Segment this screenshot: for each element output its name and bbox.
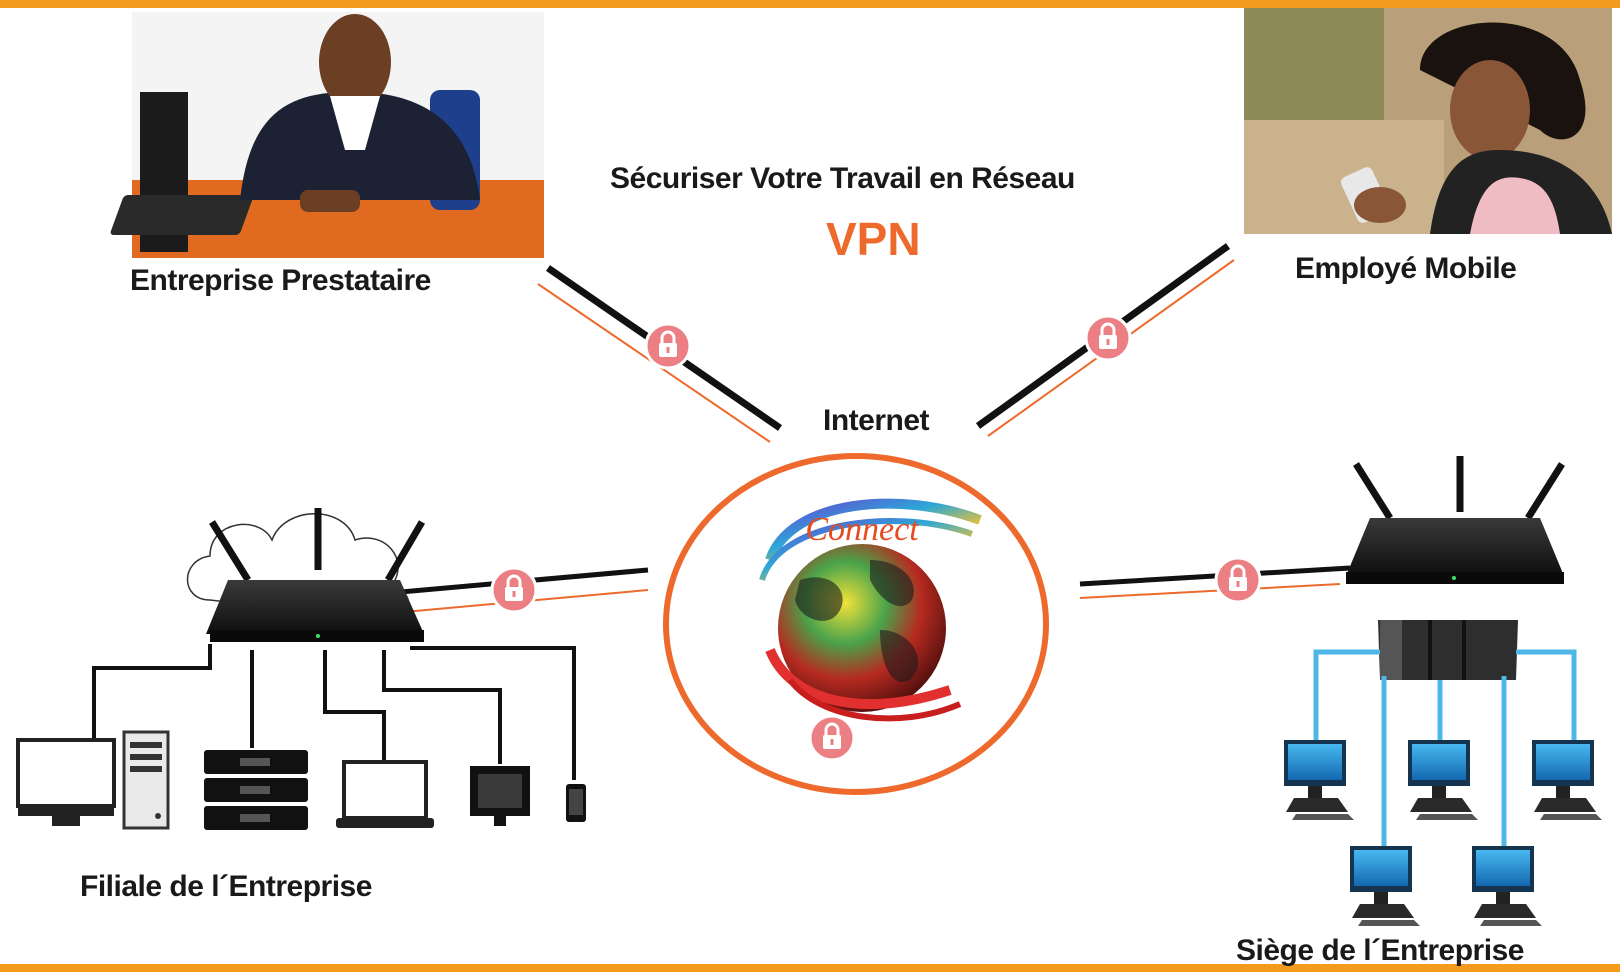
provider-photo xyxy=(110,12,544,258)
lock-icon xyxy=(1084,314,1132,362)
top-border xyxy=(0,0,1620,8)
hq-wiring xyxy=(1313,649,1577,850)
node-label-provider: Entreprise Prestataire xyxy=(130,264,431,297)
tower-icon xyxy=(122,730,170,830)
node-label-mobile: Employé Mobile xyxy=(1295,252,1517,285)
vpn-heading: VPN xyxy=(826,213,921,265)
globe-icon: Connect xyxy=(759,498,982,722)
branch-wiring xyxy=(92,644,576,780)
logo-text: Connect xyxy=(805,511,920,548)
lock-icon xyxy=(644,322,692,370)
lock-icon xyxy=(490,566,538,614)
router-icon xyxy=(206,508,426,642)
internet-label: Internet xyxy=(823,404,930,437)
node-label-branch: Filiale de l´Entreprise xyxy=(80,870,372,903)
mobile-photo xyxy=(1244,8,1612,234)
lock-icon xyxy=(1214,556,1262,604)
diagram-title: Sécuriser Votre Travail en Réseau xyxy=(610,162,1075,195)
monitor-icon xyxy=(1350,846,1420,926)
server-icon xyxy=(204,750,308,830)
monitor-icon xyxy=(16,738,116,826)
monitor-icon xyxy=(1284,740,1354,820)
internet-ring xyxy=(663,453,1049,795)
bottom-border xyxy=(0,964,1620,972)
monitor-icon xyxy=(1408,740,1478,820)
server-icon xyxy=(1378,620,1518,680)
phone-icon xyxy=(566,784,586,822)
node-label-headquarters: Siège de l´Entreprise xyxy=(1236,934,1524,967)
laptop-icon xyxy=(336,760,434,828)
monitor-icon xyxy=(1472,846,1542,926)
monitor-icon xyxy=(1532,740,1602,820)
router-icon xyxy=(1346,456,1565,584)
lock-icon xyxy=(808,714,856,762)
small-monitor-icon xyxy=(470,766,530,826)
